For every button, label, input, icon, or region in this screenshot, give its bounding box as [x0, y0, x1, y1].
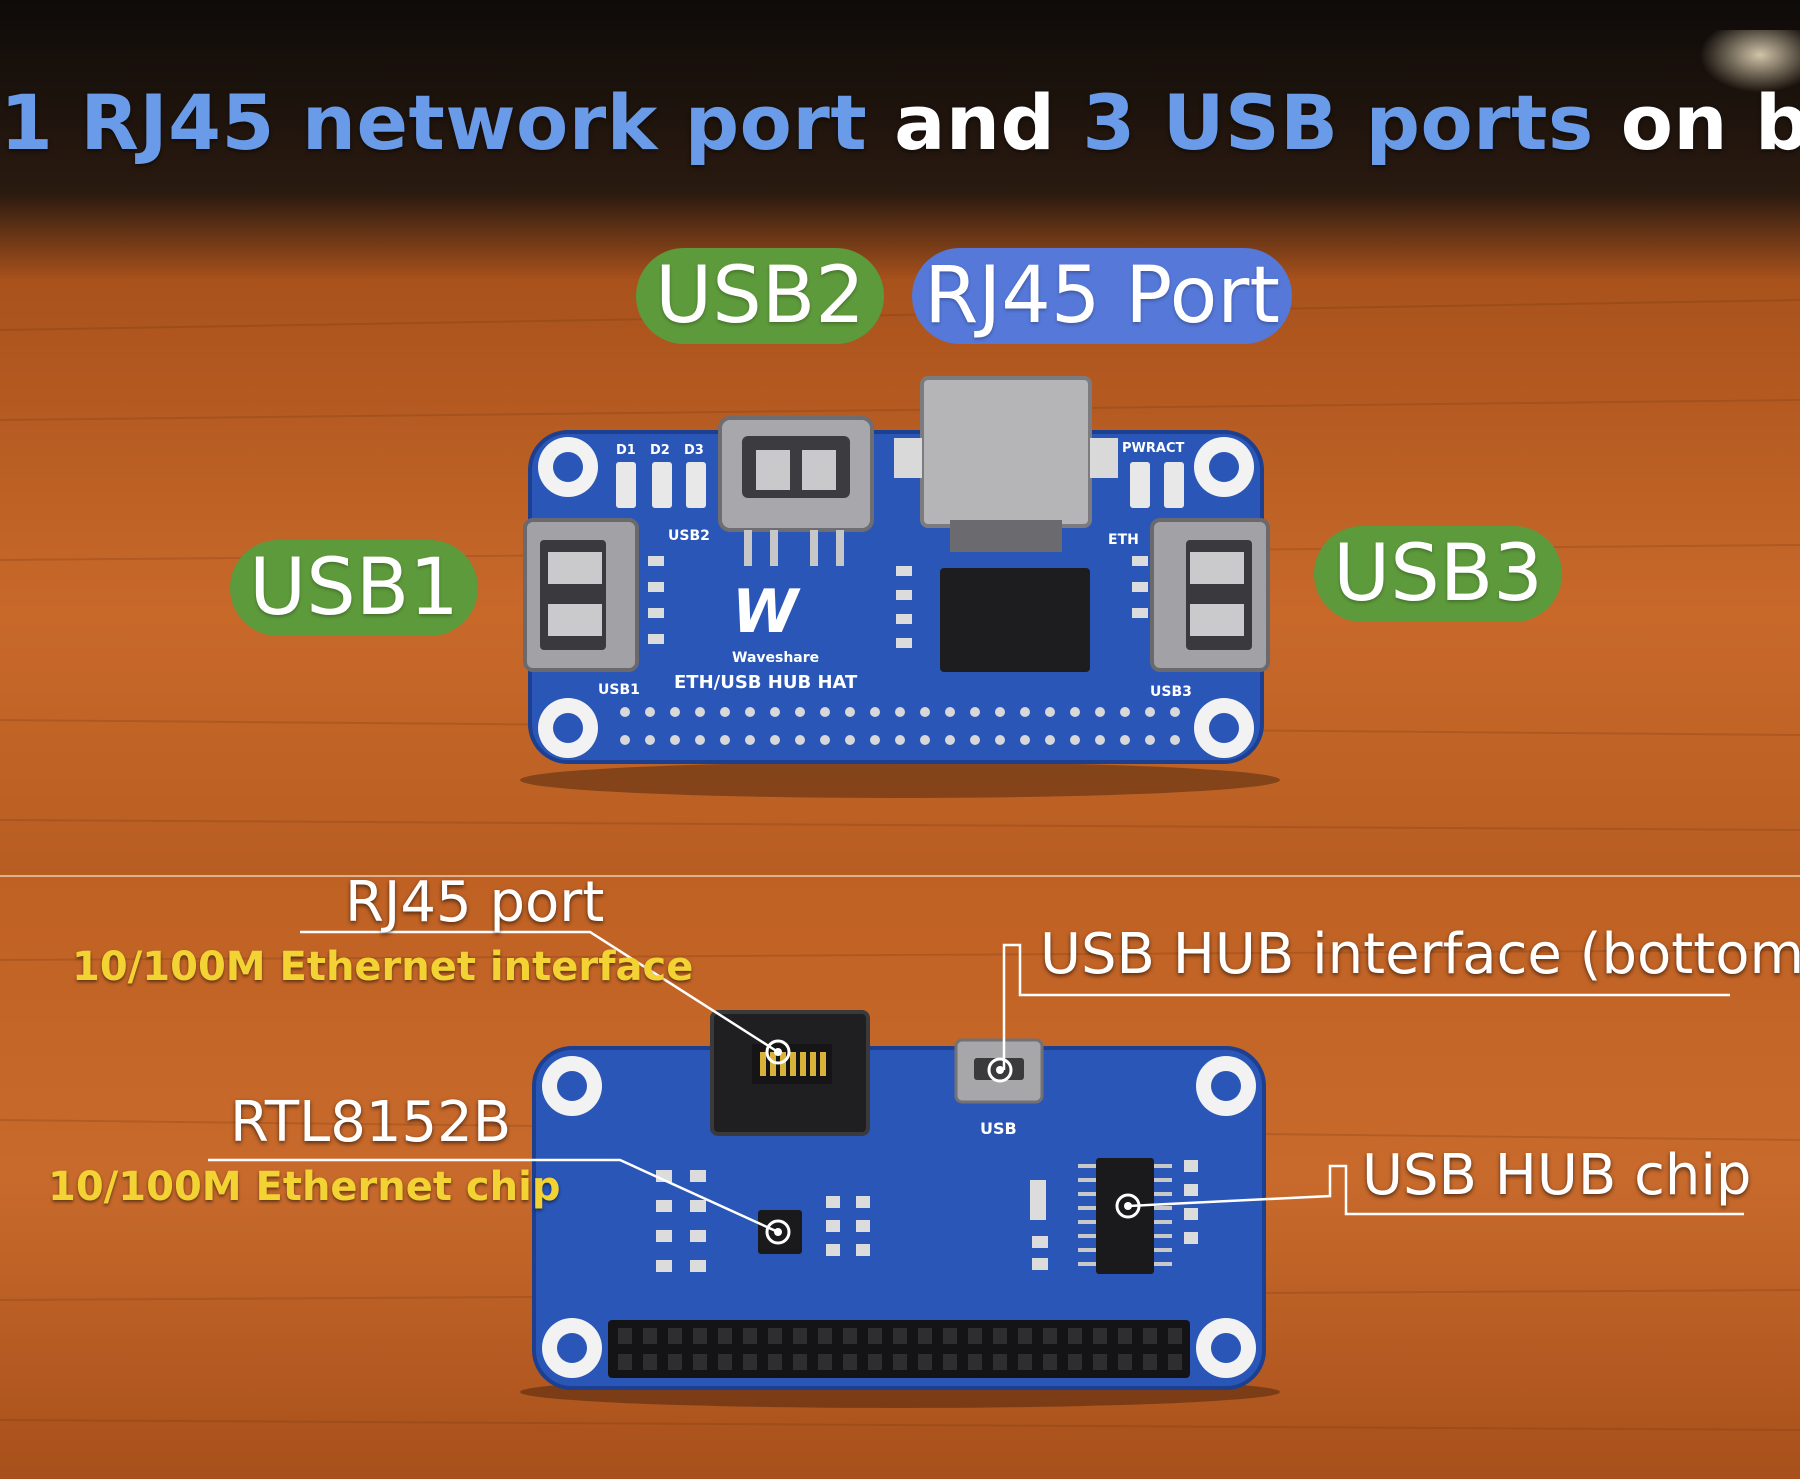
callout-lines: [208, 930, 1744, 1234]
silk-usb-bottom: USB: [980, 1119, 1017, 1138]
callout-markers: [765, 1039, 1141, 1245]
silk-product: ETH/USB HUB HAT: [674, 672, 858, 693]
headline-part2: and: [867, 78, 1083, 167]
mounting-holes: [538, 437, 1254, 758]
rtl-leader-line: [208, 1158, 779, 1234]
usb1-connector-top: [523, 518, 639, 672]
callout-rtl-title: RTL8152B: [230, 1090, 512, 1155]
label-usb3: USB3: [1314, 526, 1562, 622]
silk-usb2: USB2: [668, 528, 710, 544]
gpio-header-bottom: [608, 1320, 1190, 1378]
board-bottom-view: USB: [520, 1010, 1280, 1408]
waveshare-logo: W: [732, 577, 801, 647]
label-rj45-port: RJ45 Port: [912, 248, 1292, 344]
label-usb1: USB1: [230, 540, 478, 636]
headline-part4: on board: [1620, 78, 1800, 167]
board-top-view: D1 D2 D3 PWRACT USB2 ETH USB1 USB3 W Wav…: [520, 376, 1280, 798]
silk-pwract: PWRACT: [1122, 441, 1184, 456]
usb-hub-chip-leader-line: [1127, 1164, 1744, 1216]
silk-d2: D2: [650, 443, 670, 458]
usb-hub-iface-leader-line: [1002, 943, 1730, 1070]
silk-d1: D1: [616, 443, 636, 458]
headline-part3: 3 USB ports: [1082, 78, 1594, 167]
callout-usb-hub-chip-title: USB HUB chip: [1362, 1143, 1752, 1208]
silk-brand: Waveshare: [732, 650, 819, 666]
silk-eth: ETH: [1108, 532, 1139, 548]
callout-usb-hub-iface-title: USB HUB interface (bottom): [1040, 922, 1800, 987]
silk-usb3: USB3: [1150, 684, 1192, 700]
silk-d3: D3: [684, 443, 704, 458]
callout-rtl-subtitle: 10/100M Ethernet chip: [48, 1164, 561, 1210]
headline: 1 RJ45 network port and 3 USB ports on b…: [0, 78, 1800, 167]
headline-part1: 1 RJ45 network port: [0, 78, 868, 167]
label-usb2: USB2: [636, 248, 884, 344]
callout-rj45-title: RJ45 port: [345, 870, 605, 935]
rj45-connector-top: [894, 376, 1118, 672]
callout-rj45-subtitle: 10/100M Ethernet interface: [72, 944, 694, 990]
gpio-header-top: [620, 707, 1180, 745]
rj45-underside: [710, 1010, 870, 1136]
rj45-leader-line: [300, 930, 779, 1054]
silk-usb1: USB1: [598, 682, 640, 698]
usb3-connector-top: [1150, 518, 1270, 672]
usb2-connector-top: [718, 416, 874, 566]
